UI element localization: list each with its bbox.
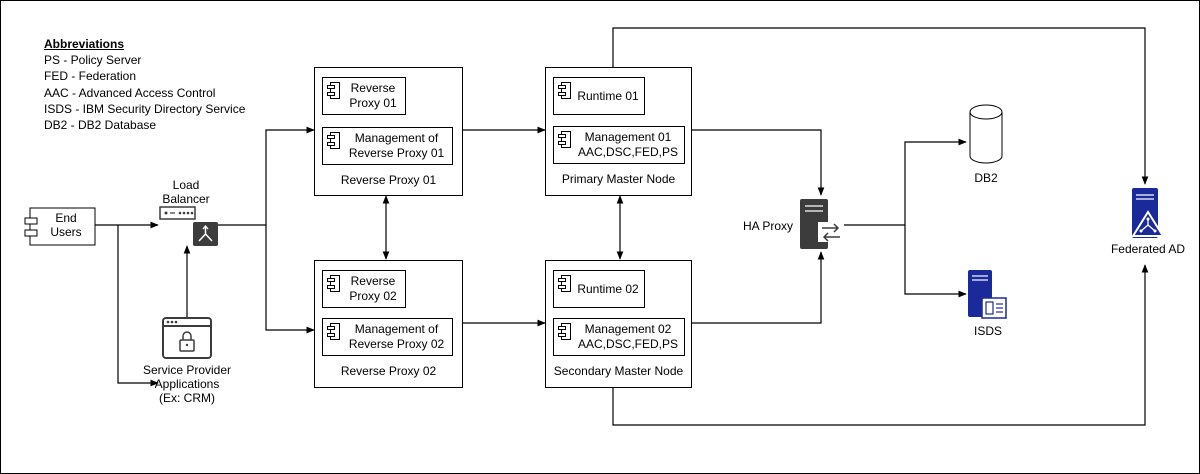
end-users-node: End Users [40, 211, 92, 239]
edge-haproxy-to-db2 [843, 138, 967, 226]
edge-secondary-to-haproxy [692, 251, 825, 324]
ha-proxy-icon [800, 199, 844, 249]
component-icon [327, 82, 340, 99]
rp1-top-line2: Proxy 01 [349, 96, 397, 110]
load-balancer-icon [159, 206, 218, 246]
edge-primary-to-haproxy [692, 129, 825, 196]
component-icon [327, 275, 340, 292]
edge-primary-to-fedad [612, 27, 1149, 185]
runtime-01-label: Runtime 01 [577, 88, 639, 103]
abbreviation-item: DB2 - DB2 Database [44, 118, 157, 133]
service-provider-label-line3: (Ex: CRM) [159, 391, 215, 405]
rp1-mgmt-line2: Reverse Proxy 01 [348, 146, 445, 160]
load-balancer-label: Load Balancer [156, 178, 216, 206]
isds-label: ISDS [973, 324, 1002, 338]
edge-lb-to-rp1 [218, 126, 315, 226]
ha-proxy-label: HA Proxy [742, 219, 793, 233]
abbreviations-heading: Abbreviations [44, 37, 125, 51]
edge-users-to-sp [117, 225, 159, 387]
primary-master-node-caption: Primary Master Node [561, 172, 676, 186]
end-users-label-line2: Users [50, 225, 82, 239]
component-icon [558, 131, 571, 148]
management-02-line2: AAC,DSC,FED,PS [577, 337, 679, 351]
edge-lb-to-rp2 [265, 225, 315, 334]
service-provider-label: Service Provider Applications (Ex: CRM) [132, 363, 242, 405]
component-icon [327, 323, 340, 340]
service-provider-label-line2: Applications [154, 377, 220, 391]
service-provider-label-line1: Service Provider [142, 363, 232, 377]
runtime-01-component: Runtime 01 [553, 77, 645, 115]
load-balancer-label-line2: Balancer [162, 192, 210, 206]
abbreviation-item: ISDS - IBM Security Directory Service [44, 101, 246, 116]
component-icon [558, 82, 571, 99]
rp2-top-line1: Reverse [350, 274, 396, 288]
edge-haproxy-to-isds [904, 225, 967, 298]
component-icon [558, 275, 571, 292]
runtime-02-label: Runtime 02 [577, 281, 639, 296]
reverse-proxy-01-caption: Reverse Proxy 01 [340, 173, 437, 187]
federated-ad-label: Federated AD [1110, 242, 1186, 256]
runtime-02-component: Runtime 02 [553, 270, 645, 308]
db2-label: DB2 [974, 171, 998, 185]
abbreviation-item: FED - Federation [44, 69, 137, 84]
rp2-mgmt-line2: Reverse Proxy 02 [348, 337, 445, 351]
rp2-mgmt-line1: Management of [354, 322, 439, 336]
abbreviation-item: AAC - Advanced Access Control [44, 85, 216, 100]
edge-secondary-to-fedad [612, 264, 1149, 426]
rp1-top-line1: Reverse [350, 81, 396, 95]
reverse-proxy-02-caption: Reverse Proxy 02 [340, 364, 437, 378]
load-balancer-label-line1: Load [172, 178, 200, 192]
abbreviations-legend: Abbreviations PS - Policy Server FED - F… [44, 36, 245, 133]
secondary-master-node-caption: Secondary Master Node [553, 364, 684, 378]
rp1-mgmt-line1: Management of [354, 131, 439, 145]
component-icon [558, 323, 571, 340]
abbreviation-item: PS - Policy Server [44, 53, 142, 68]
component-icon [327, 132, 340, 149]
management-01-line2: AAC,DSC,FED,PS [577, 145, 679, 159]
app-lock-icon [162, 317, 212, 359]
rp2-top-line2: Proxy 02 [349, 289, 397, 303]
isds-server-icon [968, 270, 1007, 319]
management-02-line1: Management 02 [584, 322, 672, 336]
management-01-line1: Management 01 [584, 130, 672, 144]
database-icon [969, 104, 1003, 164]
end-users-label-line1: End [55, 211, 77, 225]
federated-ad-icon [1131, 188, 1165, 238]
component-icon [24, 207, 96, 246]
